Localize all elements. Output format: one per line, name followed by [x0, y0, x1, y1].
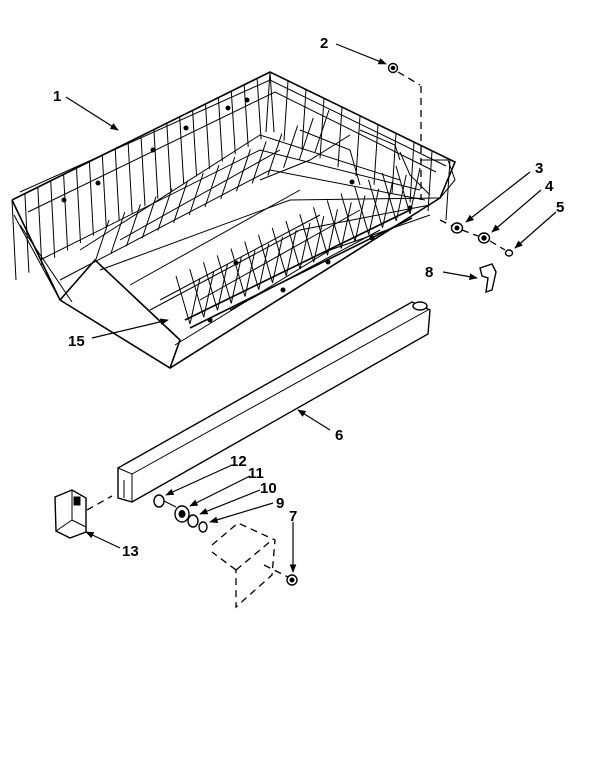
- part-8-clip: [479, 263, 497, 294]
- callout-13: 13: [122, 543, 139, 560]
- callout-7: 7: [289, 508, 297, 525]
- callout-2: 2: [320, 35, 328, 52]
- dishrack: [11, 71, 457, 369]
- callout-8: 8: [425, 264, 433, 281]
- leader-lines: [65, 43, 557, 573]
- callout-9: 9: [276, 495, 284, 512]
- part-5-screw: [504, 249, 514, 257]
- part-10-washer: [187, 514, 199, 528]
- callout-3: 3: [535, 160, 543, 177]
- callout-11: 11: [248, 465, 264, 482]
- callout-15: 15: [68, 333, 85, 350]
- part-4-nut: [477, 232, 491, 244]
- part-13-end-cap: [54, 489, 113, 539]
- part-3-washer: [450, 222, 464, 234]
- callout-5: 5: [556, 199, 564, 216]
- part-12-axle: [153, 494, 177, 508]
- callout-1: 1: [53, 88, 61, 105]
- part-11-wheel: [174, 505, 190, 523]
- callout-10: 10: [260, 480, 277, 497]
- part-2-stud: [387, 62, 422, 200]
- part-9-retainer: [198, 521, 208, 533]
- callout-4: 4: [545, 178, 554, 195]
- part-7-screw: [286, 574, 298, 586]
- callout-6: 6: [335, 427, 343, 444]
- part-6-track: [117, 301, 431, 503]
- dashed-bracket: [211, 522, 289, 609]
- callout-12: 12: [230, 453, 247, 470]
